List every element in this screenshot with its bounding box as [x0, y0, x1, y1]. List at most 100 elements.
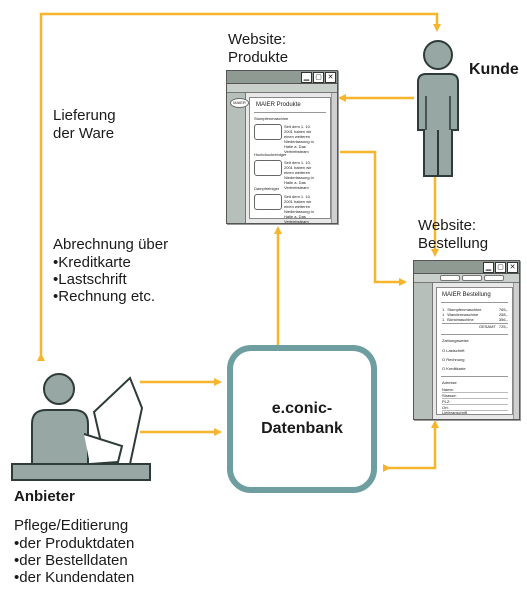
- provider-person-at-computer-icon: [11, 373, 151, 481]
- address-field[interactable]: PLZ:: [442, 399, 508, 405]
- address-field[interactable]: Strasse:: [442, 393, 508, 399]
- desc-line: Halle a. Das: [284, 214, 306, 219]
- title-bar: ▁ ▢ ✕: [414, 261, 519, 274]
- product-image: [254, 124, 282, 140]
- divider: [441, 376, 508, 377]
- order-item: Bürstmaschine: [447, 317, 474, 322]
- desc-line: Halle a. Das: [284, 144, 306, 149]
- billing-list: Kreditkarte Lastschrift Rechnung etc.: [53, 254, 168, 305]
- maintenance-item: der Kundendaten: [14, 569, 134, 586]
- order-website-label: Website: Bestellung: [418, 217, 488, 253]
- products-website-label-line1: Website:: [228, 31, 287, 48]
- order-line: 1 Wandermaschine 258,-: [442, 312, 508, 317]
- payment-option[interactable]: O Kreditkarte: [442, 366, 466, 371]
- desc-line: Seit dem 1. 10.: [284, 160, 311, 165]
- order-website-label-line2: Bestellung: [418, 235, 489, 252]
- order-price: 765,-: [498, 307, 508, 312]
- delivery-address-label: Lieferanschrift: [442, 410, 468, 415]
- payment-option[interactable]: O Lastschrift: [442, 348, 465, 353]
- order-line: 1 Bürstmaschine 356,-: [442, 317, 508, 322]
- order-item: Wandermaschine: [447, 312, 479, 317]
- products-page: MAIER Produkte Stumpfenmaschine Seit dem…: [249, 97, 334, 224]
- product-name: Dampfreiniger: [254, 186, 280, 191]
- desc-line: einen weiteren: [284, 170, 311, 175]
- nav-tab[interactable]: [440, 275, 460, 281]
- desc-line: Niederlassung in: [284, 175, 314, 180]
- address-fields: Name: Strasse: PLZ: Ort:: [442, 387, 508, 411]
- products-heading: MAIER Produkte: [256, 102, 301, 108]
- order-heading: MAIER Bestellung: [442, 292, 491, 298]
- order-page: MAIER Bestellung 1 Stumpfenmaschine 765,…: [436, 287, 513, 415]
- product-name: Stumpfenmaschine: [254, 116, 289, 121]
- maintenance-item: der Bestelldaten: [14, 552, 134, 569]
- total-value: 725,-: [498, 324, 508, 329]
- database-box: e.conic- Datenbank: [227, 345, 377, 493]
- delivery-label: Lieferung der Ware: [53, 107, 116, 143]
- product-description: Seit dem 1. 10. 2001 haben wir einen wei…: [284, 160, 332, 190]
- provider-label: Anbieter: [14, 488, 75, 505]
- billing-item: Rechnung etc.: [53, 288, 168, 305]
- order-total: GESAMT 725,-: [442, 323, 508, 329]
- database-order-arrow: [383, 420, 439, 472]
- delivery-label-line2: der Ware: [53, 125, 115, 142]
- delivery-label-line1: Lieferung: [53, 107, 116, 124]
- maximize-icon[interactable]: ▢: [313, 72, 324, 83]
- order-item: Stumpfenmaschine: [447, 307, 482, 312]
- customer-person-icon: [417, 40, 459, 177]
- desc-line: Niederlassung in: [284, 209, 314, 214]
- minimize-icon[interactable]: ▁: [483, 262, 494, 273]
- toolbar: [227, 84, 337, 93]
- product-description: Seit dem 1. 10. 2001 haben wir einen wei…: [284, 124, 332, 154]
- desc-line: einen weiteren: [284, 204, 311, 209]
- order-browser-window: ▁ ▢ ✕ MAIER Bestellung 1 Stumpfenmaschin…: [413, 260, 520, 420]
- product-image: [254, 194, 282, 210]
- desc-line: Seit dem 1. 10.: [284, 194, 311, 199]
- desc-line: einen weiteren: [284, 134, 311, 139]
- desc-line: Seit dem 1. 10.: [284, 124, 311, 129]
- desc-line: Niederlassung in: [284, 139, 314, 144]
- order-qty: 1: [442, 317, 445, 322]
- sidebar: [227, 93, 246, 223]
- address-title: Adresse: [442, 380, 457, 385]
- maximize-icon[interactable]: ▢: [495, 262, 506, 273]
- maintenance-block: Pflege/Editierung der Produktdaten der B…: [14, 517, 134, 586]
- maintenance-title: Pflege/Editierung: [14, 517, 129, 534]
- desc-line: Vertriebsteam: [284, 185, 309, 190]
- address-field[interactable]: Ort:: [442, 405, 508, 411]
- nav-tab[interactable]: [484, 275, 504, 281]
- desc-line: 2001 haben wir: [284, 199, 312, 204]
- divider: [441, 334, 508, 335]
- product-section: Stumpfenmaschine Seit dem 1. 10. 2001 ha…: [254, 116, 334, 154]
- desc-line: 2001 haben wir: [284, 129, 312, 134]
- desc-line: Halle a. Das: [284, 180, 306, 185]
- scrollbar[interactable]: [331, 93, 337, 223]
- product-section: Hochdruckreiniger Seit dem 1. 10. 2001 h…: [254, 152, 334, 190]
- scrollbar[interactable]: [513, 283, 519, 419]
- order-price: 258,-: [498, 312, 508, 317]
- desc-line: Vertriebsteam: [284, 219, 309, 224]
- logo-badge: MAIER: [230, 98, 249, 108]
- payment-option[interactable]: O Rechnung: [442, 357, 465, 362]
- products-website-label: Website: Produkte: [228, 31, 288, 67]
- product-section: Dampfreiniger Seit dem 1. 10. 2001 haben…: [254, 186, 334, 224]
- products-website-label-line2: Produkte: [228, 49, 289, 66]
- desc-line: Vertriebsteam: [284, 149, 309, 154]
- divider: [441, 302, 508, 303]
- maintenance-item: der Produktdaten: [14, 535, 134, 552]
- address-field[interactable]: Name:: [442, 387, 508, 393]
- maintenance-list: der Produktdaten der Bestelldaten der Ku…: [14, 535, 134, 586]
- product-image: [254, 160, 282, 176]
- nav-tab[interactable]: [462, 275, 482, 281]
- customer-label: Kunde: [469, 61, 519, 78]
- order-lines: 1 Stumpfenmaschine 765,- 1 Wandermaschin…: [442, 307, 508, 329]
- products-to-order-arrow: [340, 150, 407, 286]
- order-line: 1 Stumpfenmaschine 765,-: [442, 307, 508, 312]
- close-icon[interactable]: ✕: [325, 72, 336, 83]
- minimize-icon[interactable]: ▁: [301, 72, 312, 83]
- close-icon[interactable]: ✕: [507, 262, 518, 273]
- billing-item: Kreditkarte: [53, 254, 168, 271]
- billing-item: Lastschrift: [53, 271, 168, 288]
- product-name: Hochdruckreiniger: [254, 152, 287, 157]
- delivery-arrow: [37, 12, 441, 361]
